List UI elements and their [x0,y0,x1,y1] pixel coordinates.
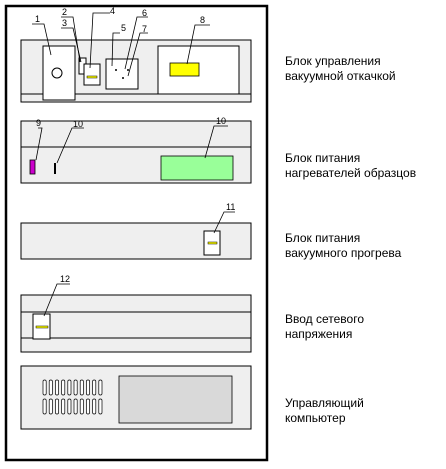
vent-slot [42,379,47,396]
caption-vacuum-pump-control: Блок управления вакуумной откачкой [285,54,396,83]
element-1-knob-icon [51,67,63,79]
label-5: 5 [121,23,126,33]
vent-slot [61,379,66,396]
vent-slot [67,398,72,415]
label-4: 4 [110,6,115,16]
element-11-indicator [207,241,218,245]
caption-vacuum-heating-power: Блок питания вакуумного прогрева [285,231,402,260]
label-11: 11 [226,202,235,212]
vent-slot [98,379,103,396]
vent-slot [55,379,59,396]
element-5-module [105,58,139,90]
vacuum-pump-control-block: 1 2 3 4 5 6 7 8 [20,6,252,103]
element-4-switch [83,63,101,86]
vent-slot [42,398,47,415]
vent-slot [86,379,90,396]
vent-slot [86,398,90,415]
vent-slot [73,379,78,396]
vacuum-heating-power-block: 11 [20,202,252,260]
label-2: 2 [62,7,67,17]
element-1-housing [42,45,76,101]
vent-slot [92,398,97,415]
label-8: 8 [200,15,205,25]
caption-mains-voltage-input: Ввод сетевого напряжения [285,312,365,341]
vacuum-indicator [169,62,200,77]
label-1: 1 [35,14,40,24]
label-3: 3 [62,18,67,28]
element-12-indicator [35,325,49,329]
vent-slot [48,398,53,415]
caption-control-computer: Управляющий компьютер [285,396,364,425]
vent-slot [55,398,59,415]
mains-input-panel [20,294,252,353]
caption-sample-heater-power: Блок питания нагревателей образцов [285,151,417,180]
control-computer-block [20,365,252,430]
sample-heater-power-block: 9 10 10 [20,116,252,184]
label-10b: 10 [216,116,226,126]
rack-frame [4,4,269,462]
heater-display [160,155,234,181]
label-9: 9 [36,118,41,128]
vent-slot [98,398,103,415]
label-10a: 10 [73,119,83,129]
computer-vents [42,379,103,415]
vent-slot [79,379,84,396]
label-12: 12 [60,274,70,284]
mains-input-block: 12 [20,274,252,353]
vent-slot [48,379,53,396]
vent-slot [61,398,66,415]
element-4-indicator [86,75,98,79]
vent-slot [79,398,84,415]
label-6: 6 [142,8,147,18]
heater-indicator [29,159,36,175]
vent-slot [92,379,97,396]
computer-screen [118,375,233,424]
label-7: 7 [142,24,147,34]
vent-slot [73,398,78,415]
vent-slot [67,379,72,396]
